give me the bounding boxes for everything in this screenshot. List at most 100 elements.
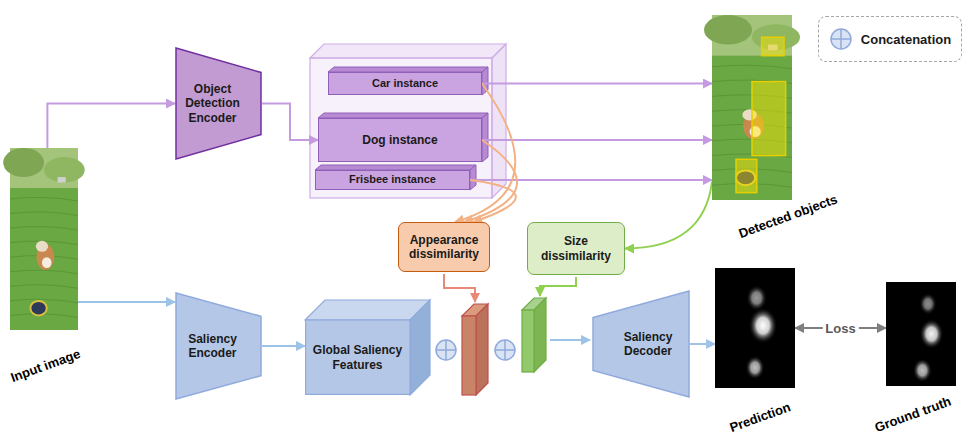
feature-arrow <box>550 339 590 341</box>
connector-arrow <box>482 139 712 141</box>
art-polygon <box>482 113 488 162</box>
instance-bar-faces <box>315 67 488 190</box>
art-ellipse <box>3 148 44 177</box>
art-ellipse <box>704 15 752 45</box>
ground-truth-map-art <box>886 282 956 386</box>
art-polygon <box>476 304 488 395</box>
art-ellipse <box>44 157 85 182</box>
art-path <box>10 270 78 274</box>
legend-sample <box>831 29 851 49</box>
art-ellipse <box>30 301 46 316</box>
art-path <box>712 65 792 69</box>
connector-arrow <box>470 179 712 181</box>
appearance-feature-slab <box>462 304 488 395</box>
concatenation-symbol <box>495 340 515 360</box>
trapezoid-shape <box>176 48 261 159</box>
feature-block: Global Saliency Features <box>305 300 430 395</box>
box-label: Frisbee instance <box>349 173 436 186</box>
process-box: Appearance dissimilarity <box>398 222 490 272</box>
art-ellipse <box>746 285 767 311</box>
edge-label: Loss <box>822 321 858 336</box>
legend-box: Concatenation <box>818 16 962 62</box>
art-path <box>436 340 456 360</box>
art-path <box>10 212 78 216</box>
detected-image-art <box>712 15 792 200</box>
image-caption: Input image <box>9 346 83 386</box>
art-path <box>495 340 515 360</box>
art-ellipse <box>920 319 944 349</box>
image-caption: Prediction <box>728 399 793 436</box>
art-polygon <box>310 44 506 58</box>
concatenation-symbol <box>829 27 853 51</box>
art-path <box>10 197 78 201</box>
box-label: Saliency Decoder <box>610 330 686 359</box>
detected-image: Detected objects <box>712 15 792 200</box>
instance-bar: Frisbee instance <box>315 170 470 190</box>
concatenation-symbol <box>436 340 456 360</box>
block-top-face <box>305 300 430 320</box>
art-ellipse <box>749 308 778 344</box>
size-feature-slab <box>522 298 546 372</box>
art-path <box>10 226 78 230</box>
input-image: Input image <box>10 148 78 330</box>
art-rect <box>58 177 66 182</box>
process-box: Size dissimilarity <box>527 222 625 275</box>
art-rect <box>752 82 786 156</box>
art-polygon <box>534 298 546 372</box>
connector-arrow <box>482 83 712 85</box>
art-rect <box>310 58 492 198</box>
art-rect <box>715 268 795 388</box>
art-ellipse <box>919 293 937 315</box>
box-label: Global Saliency Features <box>309 343 406 372</box>
prediction-map: Prediction <box>715 268 795 388</box>
art-ellipse <box>745 356 764 380</box>
art-ellipse <box>42 257 52 268</box>
input-image-art <box>10 148 78 330</box>
art-rect <box>762 37 784 56</box>
decoder-trapezoid: Saliency Decoder <box>592 290 690 398</box>
connector-arrow <box>262 104 318 141</box>
box-label: Dog instance <box>362 133 437 147</box>
art-rect <box>462 316 476 395</box>
feature-arrow <box>444 274 475 302</box>
ground-truth-map: Ground truth <box>886 282 956 386</box>
connector-arrow <box>625 182 712 249</box>
art-ellipse <box>36 241 48 252</box>
connector-arrow <box>690 343 715 345</box>
box-label: Size dissimilarity <box>532 234 620 263</box>
instance-bar: Car instance <box>328 72 482 95</box>
legend-label: Concatenation <box>861 32 951 47</box>
encoder-trapezoid: Saliency Encoder <box>175 292 262 400</box>
box-label: Appearance dissimilarity <box>403 233 485 262</box>
art-circle <box>436 340 456 360</box>
art-rect <box>522 310 534 372</box>
legend-sample-cross <box>831 29 851 49</box>
art-path <box>10 285 78 289</box>
trapezoid-shape <box>176 293 261 399</box>
art-polygon <box>470 165 476 190</box>
instance-container-box <box>310 44 506 198</box>
box-label: Car instance <box>372 77 438 90</box>
block-front-face <box>306 320 410 394</box>
feature-arrow <box>540 277 576 296</box>
prediction-map-art <box>715 268 795 388</box>
trapezoid-shape <box>593 291 689 397</box>
edge-label-holder: Loss <box>822 319 858 337</box>
connector-arrow <box>470 180 516 222</box>
encoder-trapezoid: Object Detection Encoder <box>175 47 262 160</box>
art-ellipse <box>913 358 932 382</box>
box-label: Object Detection Encoder <box>179 82 246 125</box>
box-label: Saliency Encoder <box>179 332 246 361</box>
instance-bar: Dog instance <box>318 118 482 162</box>
block-side-face <box>410 300 430 395</box>
art-rect <box>886 282 956 386</box>
art-rect <box>736 159 757 192</box>
connector-arrow <box>47 104 175 149</box>
art-circle <box>495 340 515 360</box>
image-caption: Ground truth <box>873 394 954 436</box>
connector-arrow <box>78 301 175 303</box>
